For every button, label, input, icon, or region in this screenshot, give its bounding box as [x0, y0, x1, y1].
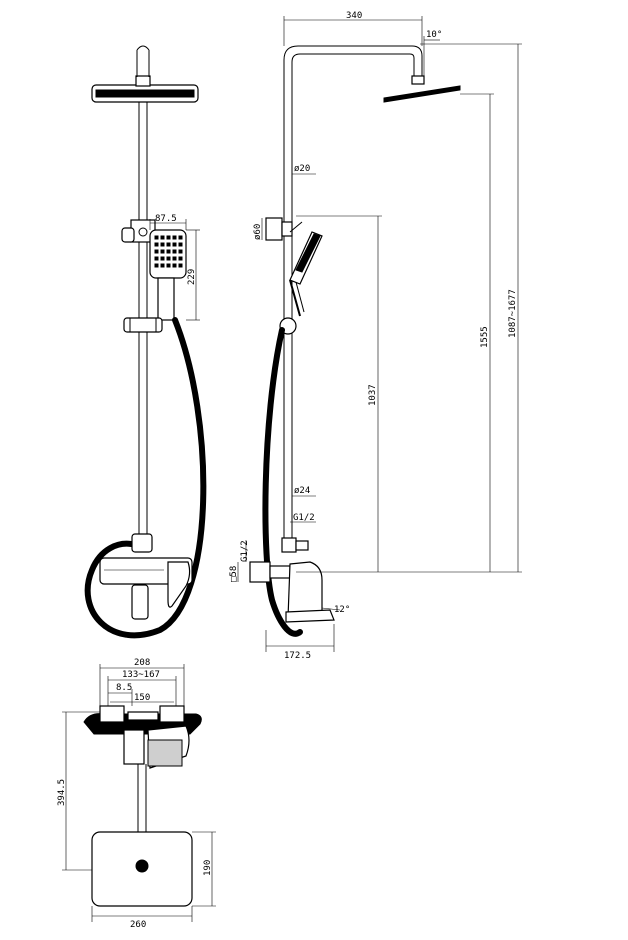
dim-head-width: 260 — [130, 920, 146, 930]
dim-spout-angle: 12° — [334, 605, 350, 615]
dim-mount-dia: □58 — [229, 566, 239, 582]
dim-pipe-bottom-dia: ø24 — [294, 486, 310, 496]
dim-handshower-width: 87.5 — [155, 214, 177, 224]
top-rain-head — [91, 831, 193, 907]
dim-head-depth: 190 — [203, 860, 213, 876]
front-rain-head — [91, 75, 199, 103]
dim-height-bracket: 1037 — [368, 384, 378, 406]
front-view: 87.5 229 — [84, 45, 207, 639]
side-dims — [237, 16, 522, 652]
side-bracket — [265, 217, 303, 241]
side-hand-shower — [289, 231, 323, 317]
dim-head-angle: 10° — [426, 30, 442, 40]
dim-base-depth: 172.5 — [284, 651, 311, 661]
top-view: 208 133~167 8.5 150 394.5 190 260 — [57, 658, 216, 930]
front-hose — [84, 317, 207, 639]
dim-pipe-top-dia: ø20 — [294, 164, 310, 174]
top-dims — [62, 664, 216, 922]
dim-bracket-dia: ø60 — [253, 224, 263, 240]
dim-height-range: 1087~1677 — [508, 289, 518, 338]
front-slider — [123, 317, 163, 333]
front-dims — [149, 219, 200, 321]
side-rain-head — [383, 75, 461, 103]
dim-height-total: 1555 — [480, 326, 490, 348]
side-view: 340 10° ø20 ø60 1087~1677 1555 1037 ø24 … — [229, 11, 522, 661]
top-mixer — [83, 705, 202, 769]
dim-top-offset: 8.5 — [116, 683, 132, 693]
front-mixer — [99, 533, 193, 620]
dim-top-inner: 150 — [134, 693, 150, 703]
side-mixer — [249, 537, 341, 623]
dim-side-top-width: 340 — [346, 11, 362, 21]
front-diverter-bracket — [121, 219, 156, 243]
side-column — [283, 45, 423, 540]
dim-handshower-height: 229 — [187, 269, 197, 285]
dim-top-center-range: 133~167 — [122, 670, 160, 680]
dim-top-width-outer: 208 — [134, 658, 150, 668]
dim-thread-left: G1/2 — [240, 540, 250, 562]
dim-thread-upper: G1/2 — [293, 513, 315, 523]
dim-top-depth: 394.5 — [57, 779, 67, 806]
front-hand-shower — [149, 229, 187, 321]
